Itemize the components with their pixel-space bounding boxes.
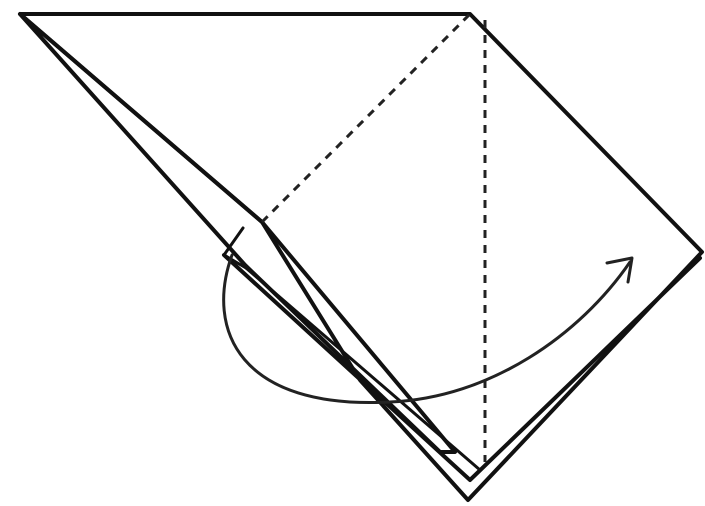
folded-edge — [224, 255, 700, 480]
inner-flap — [20, 14, 455, 452]
fold-direction-arrow — [224, 255, 630, 403]
paper-outline — [20, 14, 702, 500]
valley-fold-line-horizontal — [262, 14, 470, 222]
folded-edge-inner — [246, 268, 480, 470]
